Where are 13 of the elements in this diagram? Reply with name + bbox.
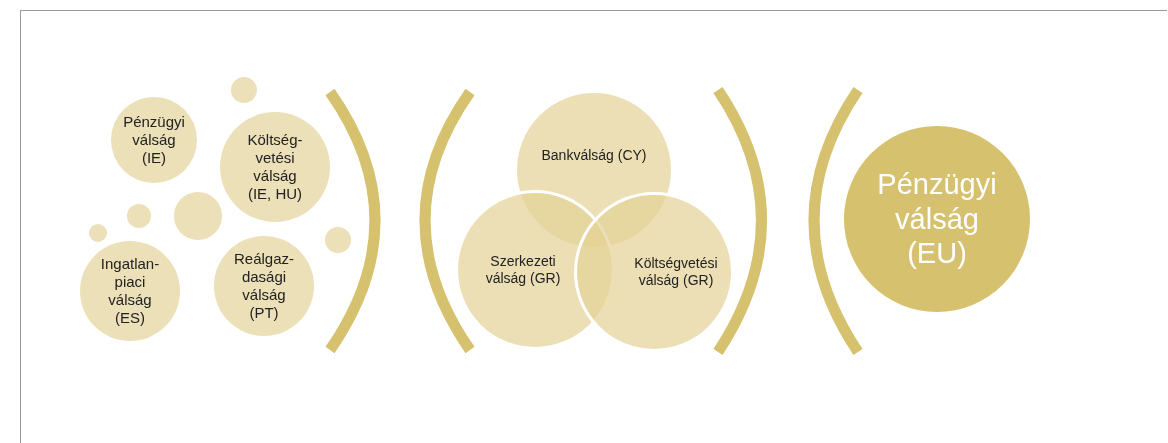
circle-label: Szerkezeti válság (GR): [484, 253, 562, 287]
bubble-circle: [231, 77, 257, 103]
bubble-circle: [127, 204, 151, 228]
circle-label: Pénzügyi válság (EU): [876, 166, 998, 272]
bubble-circle: [174, 192, 222, 240]
circle-label: Bankválság (CY): [540, 146, 648, 164]
circle-label: Költség-vetési válság (IE, HU): [246, 131, 304, 203]
circle-label: Reálgaz-dasági válság (PT): [233, 250, 295, 322]
circle-label: Ingatlan-piaci válság (ES): [100, 255, 160, 327]
bubble-circle: [89, 224, 107, 242]
circle-label: Költségvetési válság (GR): [633, 255, 719, 289]
circle-label: Pénzügyi válság (IE): [122, 113, 186, 167]
bubble-circle: [325, 227, 351, 253]
